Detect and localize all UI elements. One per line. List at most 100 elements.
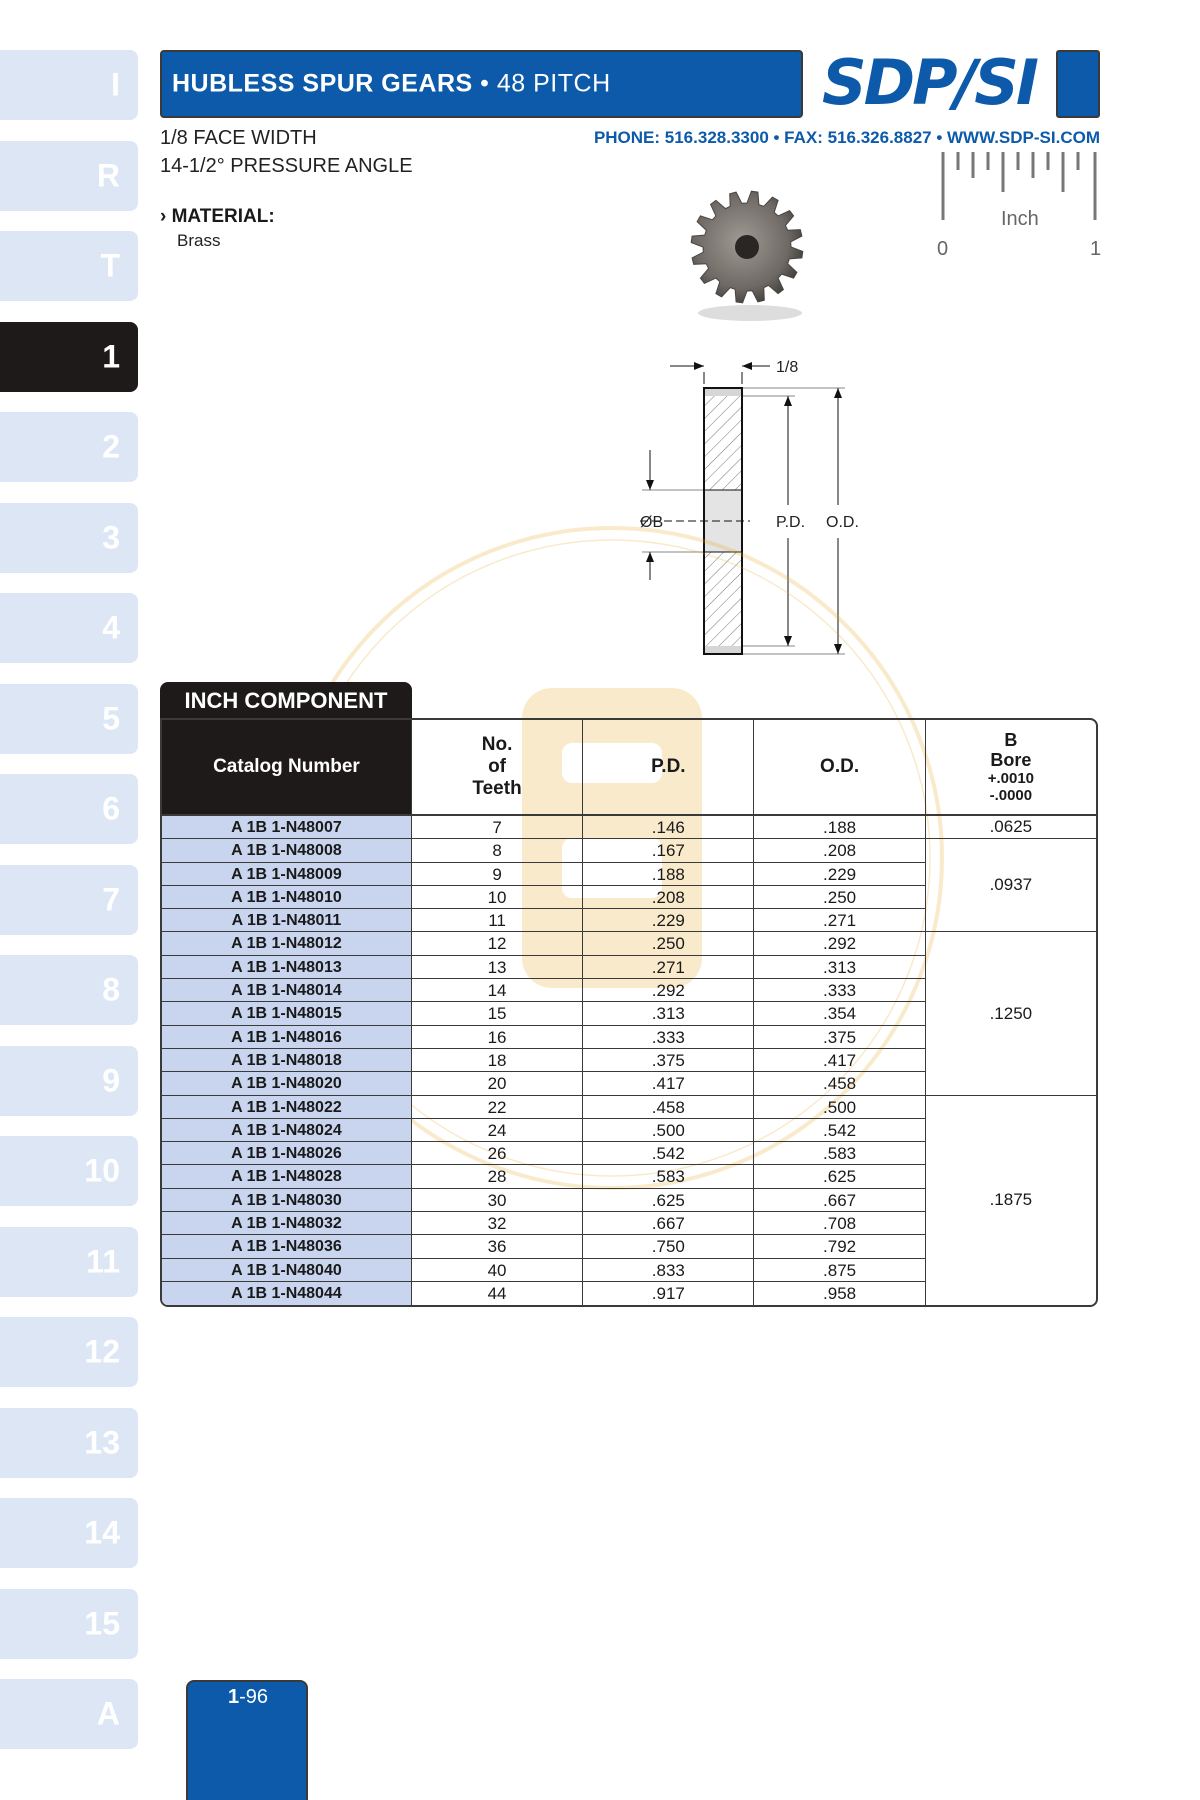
ruler-start: 0 xyxy=(937,238,949,260)
cell-od: .188 xyxy=(754,816,925,840)
bore-label: ØB xyxy=(640,514,663,531)
section-tab-11[interactable]: 11 xyxy=(0,1226,138,1297)
section-tab-15[interactable]: 15 xyxy=(0,1588,138,1659)
section-tab-label: 6 xyxy=(102,790,120,827)
cell-pd: .417 xyxy=(583,1072,754,1096)
cell-catalog: A 1B 1-N48040 xyxy=(162,1259,411,1282)
section-tab-label: 12 xyxy=(84,1333,120,1370)
title-bar: HUBLESS SPUR GEARS • 48 PITCH xyxy=(160,50,803,118)
section-tab-label: R xyxy=(96,157,120,193)
cell-od: .271 xyxy=(754,909,925,933)
section-tab-2[interactable]: 2 xyxy=(0,412,138,482)
cell-teeth: 24 xyxy=(411,1119,583,1143)
section-tab-label: 10 xyxy=(84,1152,120,1189)
pressure-angle-spec: 14-1/2° PRESSURE ANGLE xyxy=(160,155,413,177)
cell-od: .292 xyxy=(754,932,925,956)
section-tab-10[interactable]: 10 xyxy=(0,1136,138,1206)
section-tab-a[interactable]: A xyxy=(0,1679,138,1749)
cell-od: .542 xyxy=(754,1119,925,1143)
cell-pd: .917 xyxy=(651,1283,685,1303)
cell-bore: .0625 xyxy=(925,816,1096,840)
pd-label: P.D. xyxy=(776,514,805,531)
page-number: 1-96 xyxy=(186,1680,308,1800)
section-tab-12[interactable]: 12 xyxy=(0,1317,138,1387)
section-tab-6[interactable]: 6 xyxy=(0,774,138,844)
cell-teeth: 9 xyxy=(411,863,583,886)
cell-catalog: A 1B 1-N48024 xyxy=(162,1119,411,1143)
pd-column: .146.167.188.208.229.250.271.292.313.333… xyxy=(583,816,755,1306)
cell-od: .625 xyxy=(754,1165,925,1189)
section-tab-1[interactable]: 1 xyxy=(0,321,138,392)
cell-od: .458 xyxy=(754,1072,925,1096)
cell-pd: .583 xyxy=(583,1165,754,1189)
cell-catalog: A 1B 1-N48032 xyxy=(162,1212,411,1236)
cell-teeth: 12 xyxy=(411,932,583,956)
cell-od: .375 xyxy=(754,1026,925,1049)
section-tab-8[interactable]: 8 xyxy=(0,955,138,1025)
section-tab-label: I xyxy=(111,66,120,103)
cell-catalog: A 1B 1-N48028 xyxy=(162,1165,411,1189)
cell-od: .417 xyxy=(754,1049,925,1073)
cell-pd: .146 xyxy=(583,816,754,840)
section-tab-label: 4 xyxy=(102,609,120,646)
ruler-unit: Inch xyxy=(1001,208,1039,230)
section-tab-label: 5 xyxy=(102,700,120,736)
section-tab-r[interactable]: R xyxy=(0,140,138,211)
cell-teeth: 13 xyxy=(411,956,583,980)
section-tab-5[interactable]: 5 xyxy=(0,683,138,754)
cell-od: .667 xyxy=(754,1189,925,1213)
section-tab-t[interactable]: T xyxy=(0,231,138,301)
section-tab-label: 11 xyxy=(86,1243,120,1279)
cell-pd: .313 xyxy=(583,1002,754,1026)
cell-catalog: A 1B 1-N48015 xyxy=(162,1002,411,1026)
section-tab-label: 13 xyxy=(84,1424,120,1460)
cell-pd: .833 xyxy=(583,1259,754,1282)
cell-teeth: 14 xyxy=(411,979,583,1003)
section-tab-7[interactable]: 7 xyxy=(0,864,138,935)
section-tab-3[interactable]: 3 xyxy=(0,502,138,573)
cell-od: .708 xyxy=(754,1212,925,1236)
cell-od: .792 xyxy=(754,1235,925,1259)
section-tab-label: 1 xyxy=(102,338,120,374)
cell-teeth: 36 xyxy=(411,1235,583,1259)
section-tab-13[interactable]: 13 xyxy=(0,1407,138,1478)
section-tab-label: 3 xyxy=(102,519,120,555)
face-width-spec: 1/8 FACE WIDTH xyxy=(160,127,317,149)
cell-teeth: 10 xyxy=(411,886,583,910)
cell-teeth: 18 xyxy=(411,1049,583,1073)
section-tab-label: T xyxy=(100,247,120,284)
cell-catalog: A 1B 1-N48036 xyxy=(162,1235,411,1259)
cell-pd: .333 xyxy=(583,1026,754,1049)
cell-od: .354 xyxy=(754,1002,925,1026)
cell-od: .250 xyxy=(754,886,925,910)
cell-catalog: A 1B 1-N48010 xyxy=(162,886,411,910)
cell-pd: .208 xyxy=(583,886,754,910)
section-tab-4[interactable]: 4 xyxy=(0,593,138,663)
cell-catalog: A 1B 1-N48014 xyxy=(162,979,411,1003)
face-width-label: 1/8 xyxy=(776,359,798,376)
material-value: Brass xyxy=(177,231,221,250)
logo-text: SDP/SI xyxy=(822,46,1039,119)
cell-pd: .250 xyxy=(583,932,754,956)
cell-od: .313 xyxy=(754,956,925,980)
cell-pd: .188 xyxy=(583,863,754,886)
cell-teeth: 32 xyxy=(411,1212,583,1236)
cell-teeth: 22 xyxy=(411,1096,583,1119)
section-tab-i[interactable]: I xyxy=(0,50,138,120)
cell-od: .229 xyxy=(754,863,925,886)
cell-bore: .1875 xyxy=(989,1190,1033,1210)
header-pd: P.D. xyxy=(583,720,755,814)
cell-pd: .167 xyxy=(583,839,754,863)
section-tab-14[interactable]: 14 xyxy=(0,1498,138,1568)
cell-pd: .500 xyxy=(583,1119,754,1143)
section-tab-9[interactable]: 9 xyxy=(0,1045,138,1116)
cell-od: .583 xyxy=(754,1142,925,1166)
cell-bore: .1250 xyxy=(925,932,1096,1096)
cell-teeth: 11 xyxy=(411,909,583,933)
cell-catalog: A 1B 1-N48008 xyxy=(162,839,411,863)
od-label: O.D. xyxy=(826,514,859,531)
cell-catalog: A 1B 1-N48022 xyxy=(162,1096,411,1119)
